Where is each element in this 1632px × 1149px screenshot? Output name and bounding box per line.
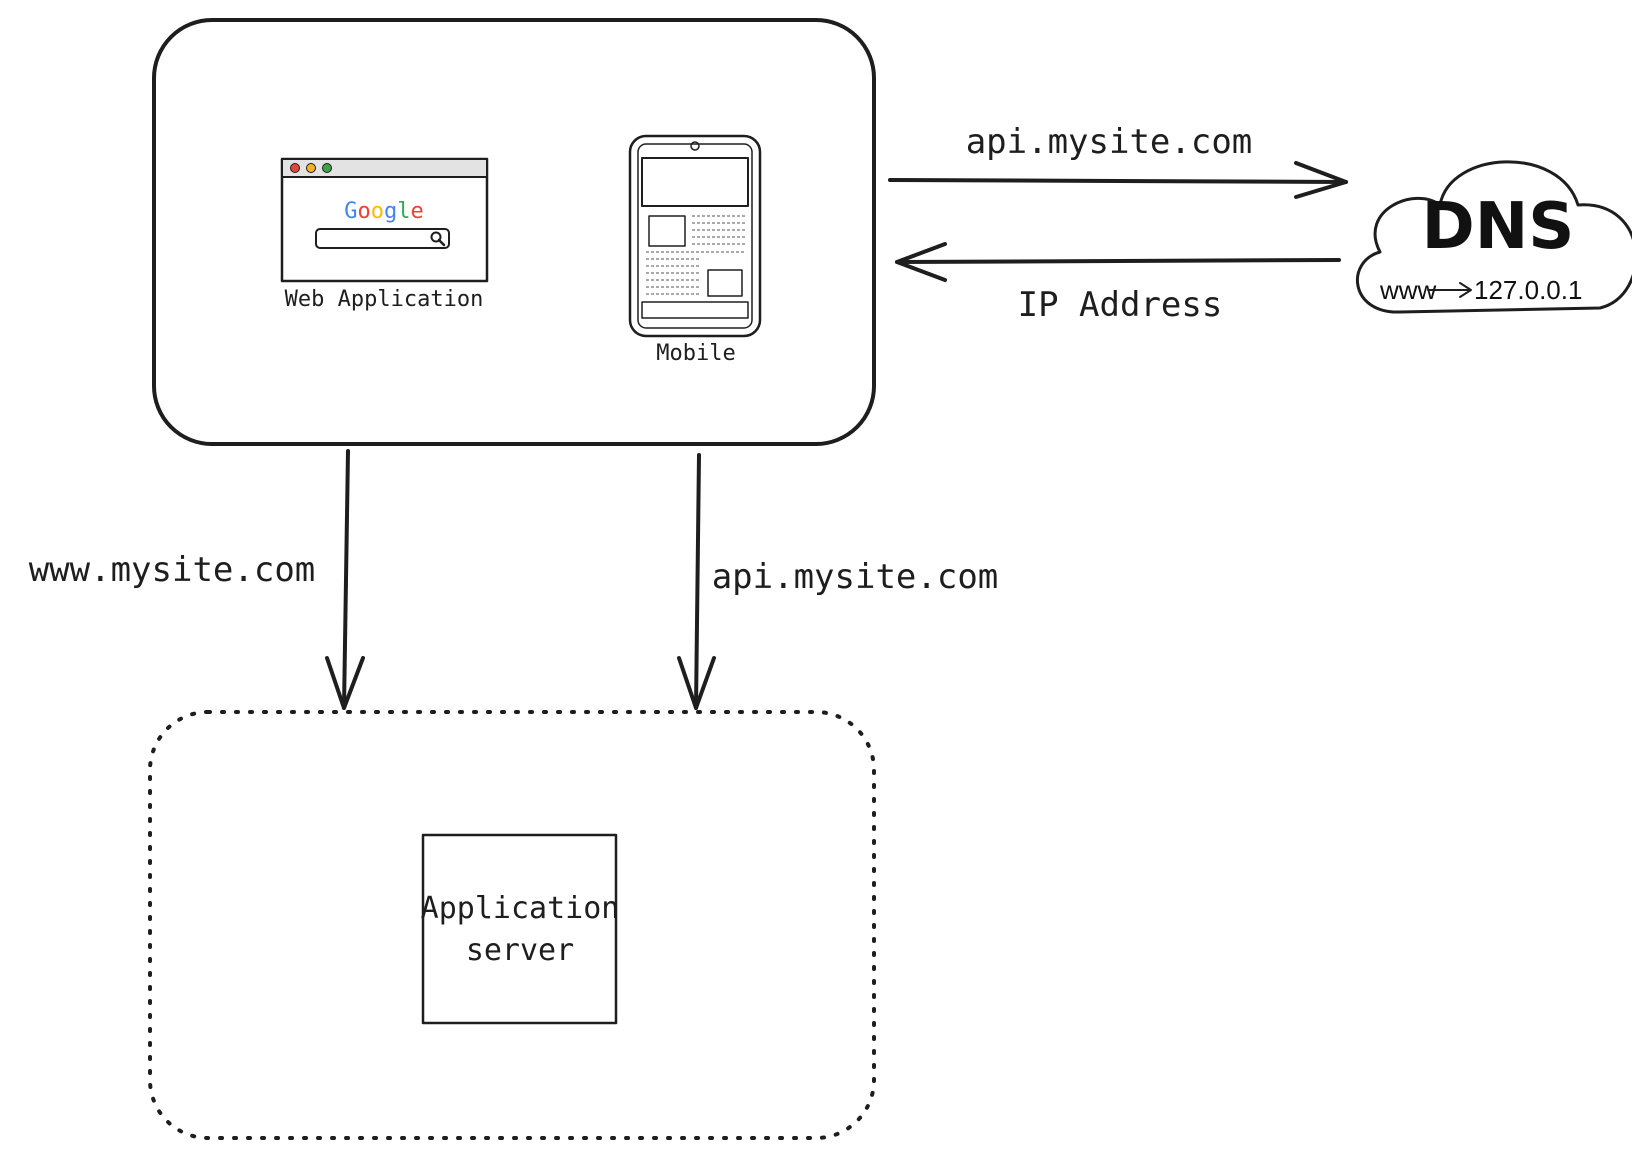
- mobile-text-lines: [646, 215, 746, 295]
- dns-title: DNS: [1422, 190, 1575, 264]
- dns-mapping-to: 127.0.0.1: [1474, 275, 1582, 305]
- arrow-web-to-server: [325, 449, 365, 710]
- mobile-label: Mobile: [656, 341, 735, 366]
- arrow-from-dns: [895, 242, 1341, 282]
- mobile-device: Mobile: [628, 134, 762, 366]
- arrow-to-dns-label: api.mysite.com: [966, 122, 1253, 162]
- arrow-mobile-to-server-label: api.mysite.com: [712, 557, 999, 597]
- mapping-arrow-icon: [1427, 282, 1472, 298]
- search-input: [315, 228, 450, 249]
- arrow-web-to-server-label: www.mysite.com: [29, 550, 316, 590]
- application-server-label-line1: Application: [421, 891, 620, 926]
- mobile-banner: [641, 157, 749, 207]
- arrow-from-dns-label: IP Address: [1018, 285, 1223, 325]
- google-logo: Google: [344, 199, 424, 224]
- window-close-dot: [290, 163, 300, 173]
- application-server: Application server: [421, 833, 620, 1025]
- web-application-label: Web Application: [285, 287, 484, 312]
- client-container: [152, 18, 876, 446]
- server-container: [148, 710, 876, 1140]
- window-minimize-dot: [306, 163, 316, 173]
- mobile-image-box-2: [707, 269, 743, 297]
- camera-icon: [690, 141, 700, 151]
- search-icon: [430, 231, 446, 247]
- arrow-mobile-to-server: [677, 453, 716, 710]
- mobile-footer-bar: [641, 301, 749, 319]
- dns-cloud: DNS www 127.0.0.1: [1355, 160, 1632, 314]
- web-application: Google Web Application: [280, 157, 489, 312]
- mobile-image-box-1: [648, 215, 686, 247]
- window-maximize-dot: [322, 163, 332, 173]
- application-server-label-line2: server: [466, 933, 574, 968]
- arrow-to-dns: [888, 161, 1348, 199]
- dns-mapping-from: www: [1379, 275, 1437, 305]
